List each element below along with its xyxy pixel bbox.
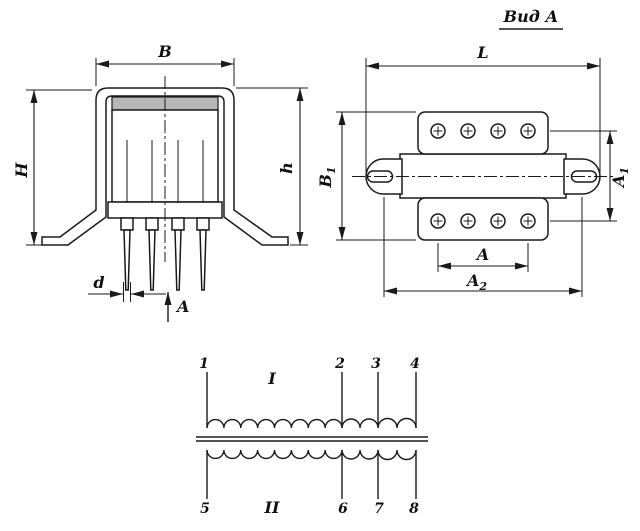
pin-label-5: 5	[200, 501, 210, 517]
pin-label-3: 3	[371, 356, 381, 372]
terminal-pin	[148, 229, 156, 291]
dim-d-label: d	[93, 273, 104, 292]
pin-label-1: 1	[199, 356, 209, 372]
pin-collar	[145, 217, 159, 231]
dim-h-core: h	[236, 87, 308, 246]
winding-i-label: I	[267, 369, 276, 388]
dim-a1: A1	[550, 130, 631, 222]
dim-hcore-label: h	[277, 162, 296, 174]
dim-a-label: A	[475, 245, 489, 264]
dim-d: d	[88, 273, 166, 302]
dim-b1-label: B1	[316, 166, 338, 188]
dim-l: L	[365, 43, 601, 172]
dim-a2-label: A2	[465, 271, 487, 293]
terminal-pin	[123, 229, 131, 291]
winding-i-coil	[206, 417, 417, 429]
pin-collar	[120, 217, 134, 231]
dim-b-label: B	[157, 42, 172, 61]
dim-l-label: L	[476, 43, 488, 62]
pin-hole-crosses-bottom	[433, 216, 533, 226]
pin-plate-top	[417, 111, 549, 155]
pin-label-6: 6	[338, 501, 348, 517]
dim-b: B	[95, 42, 235, 86]
winding-ii-label: II	[264, 498, 280, 517]
view-direction-arrow: A	[164, 292, 189, 322]
pin-label-2: 2	[334, 356, 345, 372]
pin-collar	[171, 217, 185, 231]
view-a: Вид А L B1	[316, 7, 631, 297]
pin-plate-bottom	[417, 197, 549, 241]
dim-h-label: H	[12, 162, 31, 179]
pin-collar	[196, 217, 210, 231]
dim-a1-label: A1	[609, 167, 631, 189]
pin-label-7: 7	[374, 501, 384, 517]
front-view: B H h d A	[12, 42, 308, 322]
winding-ii-coil	[206, 449, 417, 461]
dim-b1: B1	[316, 111, 416, 241]
view-a-title: Вид А	[503, 7, 559, 26]
pin-label-8: 8	[409, 501, 419, 517]
dim-a: A	[437, 243, 529, 272]
terminal-pin	[199, 229, 207, 291]
mounting-bracket	[41, 87, 289, 246]
winding-schematic: 1 2 3 4 I 5 6 7 8 II	[196, 356, 428, 517]
terminal-pin	[174, 229, 182, 291]
view-arrow-label: A	[175, 297, 189, 316]
pin-label-4: 4	[410, 356, 420, 372]
pin-hole-crosses-top	[433, 126, 533, 136]
dim-a2: A2	[383, 197, 583, 297]
dim-h-overall: H	[12, 89, 92, 246]
